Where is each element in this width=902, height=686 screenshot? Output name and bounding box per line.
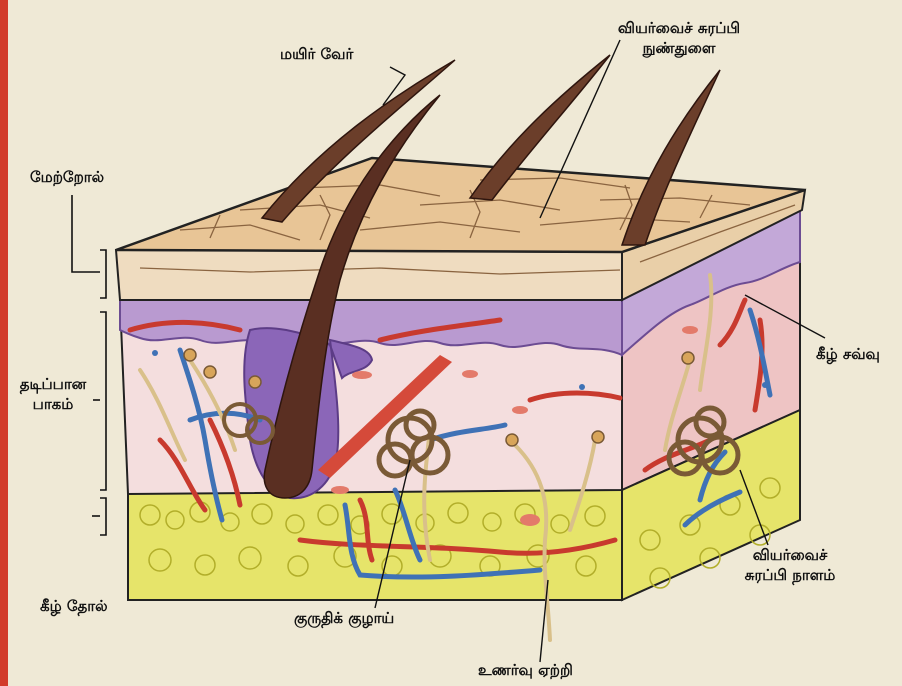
layer-brackets — [72, 195, 106, 535]
label-hypodermis: கீழ் தோல் — [40, 596, 108, 616]
label-sweat-pore-line2: நுண்துளை — [594, 38, 764, 58]
label-sweat-duct: வியர்வைச் சுரப்பி நாளம் — [720, 545, 860, 585]
label-blood-vessel: குருதிக் குழாய் — [294, 608, 394, 628]
label-dermis-line2: பாகம் — [12, 394, 94, 414]
label-epidermis: மேற்றோல் — [30, 167, 104, 187]
label-sweat-duct-line2: சுரப்பி நாளம் — [720, 565, 860, 585]
label-sweat-pore: வியர்வைச் சுரப்பி நுண்துளை — [594, 18, 764, 58]
label-sweat-duct-line1: வியர்வைச் — [720, 545, 860, 565]
label-sweat-pore-line1: வியர்வைச் சுரப்பி — [594, 18, 764, 38]
epidermis-front — [116, 250, 622, 300]
label-dermis: தடிப்பான பாகம் — [12, 374, 94, 414]
left-border — [0, 0, 8, 686]
label-hair-root: மயிர் வேர் — [280, 44, 353, 64]
label-lower-membrane: கீழ் சவ்வு — [816, 344, 880, 364]
label-dermis-line1: தடிப்பான — [12, 374, 94, 394]
label-sensory-receptor: உணர்வு ஏற்றி — [478, 660, 573, 680]
